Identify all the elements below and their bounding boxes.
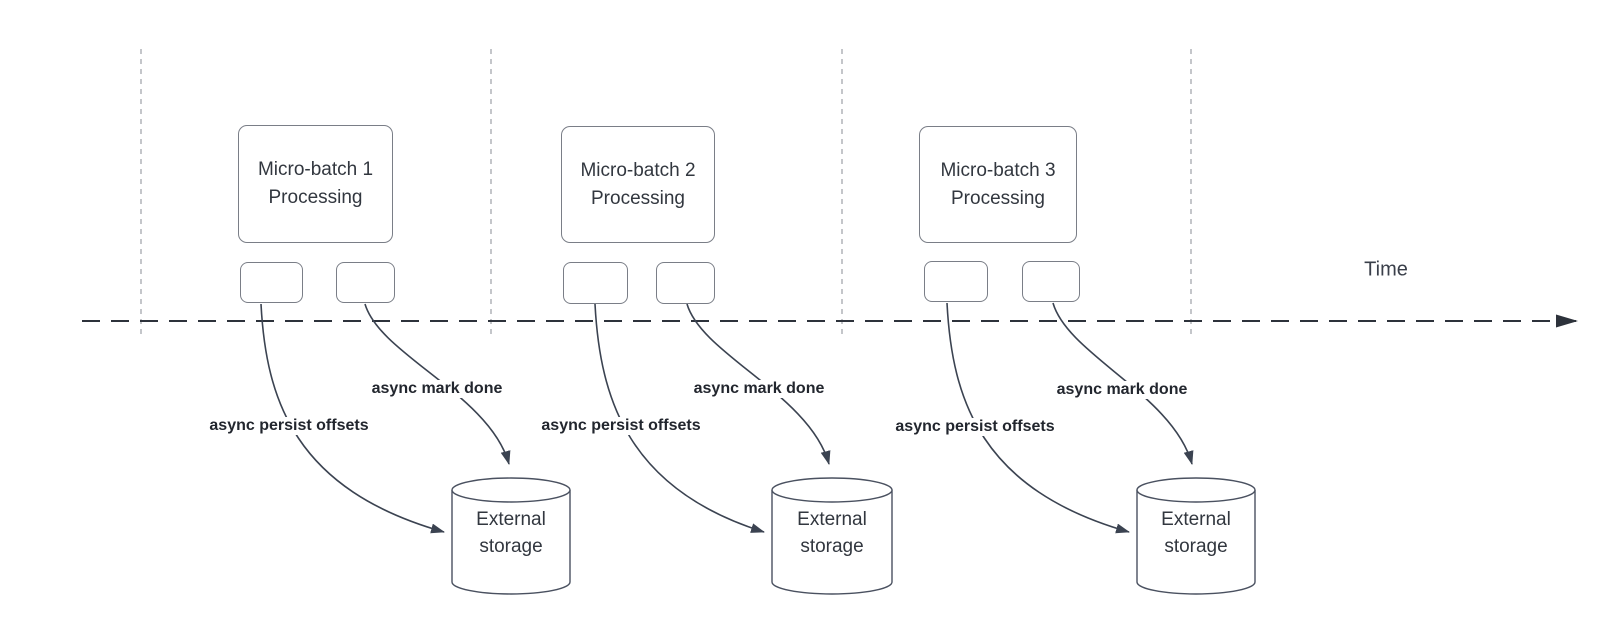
micro-batch-2-title: Micro-batch 2 Processing [580,159,696,209]
external-storage-label-3: External storage [1161,509,1231,557]
persist-offsets-label-2: async persist offsets [539,417,703,435]
external-storage-cylinder-2 [771,477,893,595]
mark-done-arrow-2 [686,303,831,465]
external-storage-label-2: External storage [797,509,867,557]
micro-batch-2-processing-box: Micro-batch 2 Processing [561,126,715,243]
micro-batch-3-title: Micro-batch 3 Processing [940,159,1056,209]
external-storage-cylinder-3 [1136,477,1256,595]
mark-done-arrow-1 [364,303,511,465]
persist-offsets-task-box-3 [924,261,988,302]
mark-done-task-box-3 [1022,261,1080,302]
external-storage-cylinder-1 [451,477,571,595]
persist-offsets-label-1: async persist offsets [207,417,371,435]
micro-batch-3-processing-box: Micro-batch 3 Processing [919,126,1077,243]
mark-done-task-box-1 [336,262,395,303]
mark-done-label-2: async mark done [691,380,827,398]
external-storage-label-1: External storage [476,509,546,557]
mark-done-arrow-3 [1052,302,1194,465]
time-axis-label: Time [1364,258,1408,281]
micro-batch-1-title: Micro-batch 1 Processing [257,159,374,208]
persist-offsets-label-3: async persist offsets [893,418,1057,436]
persist-offsets-task-box-1 [240,262,303,303]
mark-done-label-1: async mark done [369,380,505,398]
persist-offsets-arrow-2 [594,303,765,533]
mark-done-label-3: async mark done [1054,381,1190,399]
mark-done-task-box-2 [656,262,715,304]
persist-offsets-arrow-3 [946,302,1130,534]
persist-offsets-task-box-2 [563,262,628,304]
persist-offsets-arrow-1 [260,303,445,534]
micro-batch-1-processing-box: Micro-batch 1 Processing [238,125,393,243]
